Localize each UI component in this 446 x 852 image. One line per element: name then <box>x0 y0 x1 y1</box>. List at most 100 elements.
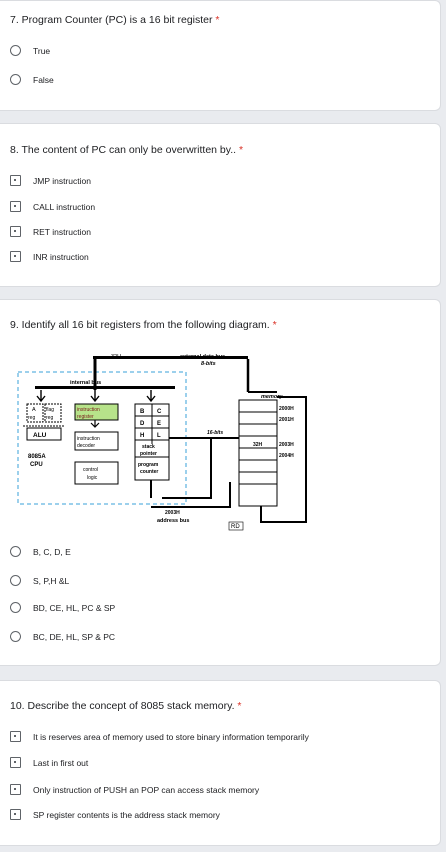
option-label: Only instruction of PUSH an POP can acce… <box>33 784 260 795</box>
alu-box <box>26 427 62 441</box>
memory-block <box>238 399 278 507</box>
option-label: False <box>33 74 54 85</box>
option-label: B, C, D, E <box>33 546 71 557</box>
checkbox-option-lifo[interactable]: Last in first out <box>10 757 88 768</box>
question-card-10: 10. Describe the concept of 8085 stack m… <box>0 680 441 846</box>
question-text: 8. The content of PC can only be overwri… <box>10 144 237 156</box>
radio-button[interactable] <box>10 45 21 56</box>
label-dec2: decoder <box>77 443 95 449</box>
radio-option-bdcehl[interactable]: BD, CE, HL, PC & SP <box>10 602 115 613</box>
option-label: CALL instruction <box>33 201 96 212</box>
label-b: B <box>140 409 145 415</box>
radio-button[interactable] <box>10 74 21 85</box>
control-logic <box>74 461 119 485</box>
question-text: 10. Describe the concept of 8085 stack m… <box>10 700 235 712</box>
data-loop-line <box>260 396 307 523</box>
option-label: SP register contents is the address stac… <box>33 809 220 820</box>
label-rd: RD <box>231 524 240 530</box>
radio-button[interactable] <box>10 602 21 613</box>
required-mark: * <box>272 319 277 331</box>
radio-option-true[interactable]: True <box>10 45 50 56</box>
checkbox[interactable] <box>10 175 21 186</box>
option-label: BC, DE, HL, SP & PC <box>33 631 116 642</box>
checkbox-option-jmp[interactable]: JMP instruction <box>10 175 91 186</box>
label-register: register <box>77 414 94 420</box>
instruction-decoder <box>74 431 119 451</box>
option-label: RET instruction <box>33 226 91 237</box>
label-8-bits: 8-bits <box>201 361 216 367</box>
question-card-9: 9. Identify all 16 bit registers from th… <box>0 299 441 666</box>
checkbox[interactable] <box>10 757 21 768</box>
label-flag: flag <box>46 407 54 413</box>
radio-option-bcdehl[interactable]: BC, DE, HL, SP & PC <box>10 631 115 642</box>
label-c: C <box>157 409 162 415</box>
label-32h-mem: 32H <box>253 442 263 448</box>
a-register <box>26 403 44 423</box>
label-h: H <box>140 433 144 439</box>
label-2001h: 2001H <box>279 417 294 423</box>
radio-option-bcde[interactable]: B, C, D, E <box>10 546 71 557</box>
checkbox-option-inr[interactable]: INR instruction <box>10 251 89 262</box>
label-counter: counter <box>140 469 158 475</box>
option-label: JMP instruction <box>33 175 91 186</box>
label-8085a: 8085A <box>28 454 46 460</box>
checkbox-option-sp-address[interactable]: SP register contents is the address stac… <box>10 809 220 820</box>
address-bus-line <box>151 482 231 508</box>
required-mark: * <box>215 14 220 26</box>
required-mark: * <box>237 700 242 712</box>
label-32h-top: 32H <box>111 354 121 360</box>
label-cpu: CPU <box>30 462 43 468</box>
arrow-down-regs <box>146 390 156 403</box>
question-title: 10. Describe the concept of 8085 stack m… <box>10 700 242 712</box>
question-title: 8. The content of PC can only be overwri… <box>10 144 243 156</box>
option-label: BD, CE, HL, PC & SP <box>33 602 116 613</box>
checkbox[interactable] <box>10 226 21 237</box>
option-label: S, P,H &L <box>33 575 70 586</box>
label-dec1: instruction <box>77 436 100 442</box>
checkbox[interactable] <box>10 251 21 262</box>
instruction-register <box>74 403 119 421</box>
required-mark: * <box>239 144 244 156</box>
checkbox[interactable] <box>10 731 21 742</box>
label-addr-value: 2003H <box>165 510 180 516</box>
option-label: INR instruction <box>33 251 89 262</box>
flag-register <box>44 403 62 423</box>
rd-box <box>228 521 244 531</box>
checkbox[interactable] <box>10 809 21 820</box>
label-internal-bus: internal bus <box>70 380 101 386</box>
arrow-ir-decoder <box>90 420 100 428</box>
cpu-memory-diagram: 32H external data bus 8-bits internal bu… <box>17 354 307 531</box>
radio-option-sphl[interactable]: S, P,H &L <box>10 575 69 586</box>
arrow-down-ir <box>90 390 100 403</box>
label-d: D <box>140 421 145 427</box>
arrow-down-a <box>36 390 46 403</box>
label-reg: reg <box>28 415 35 421</box>
checkbox[interactable] <box>10 201 21 212</box>
question-card-7: 7. Program Counter (PC) is a 16 bit regi… <box>0 0 441 111</box>
internal-bus-bar <box>35 386 175 389</box>
radio-button[interactable] <box>10 575 21 586</box>
label-program: program <box>138 462 159 468</box>
radio-button[interactable] <box>10 546 21 557</box>
label-alu: ALU <box>33 432 47 439</box>
radio-option-false[interactable]: False <box>10 74 54 85</box>
label-flag-reg: reg <box>46 415 53 421</box>
question-text: 7. Program Counter (PC) is a 16 bit regi… <box>10 14 213 26</box>
option-label: Last in first out <box>33 757 89 768</box>
radio-button[interactable] <box>10 631 21 642</box>
label-2003h: 2003H <box>279 442 294 448</box>
checkbox-option-ret[interactable]: RET instruction <box>10 226 91 237</box>
question-title: 9. Identify all 16 bit registers from th… <box>10 319 277 331</box>
option-label: True <box>33 45 51 56</box>
label-l: L <box>157 433 161 439</box>
label-pointer: pointer <box>140 451 157 457</box>
label-memory: memory <box>261 394 283 400</box>
checkbox-option-push-pop[interactable]: Only instruction of PUSH an POP can acce… <box>10 784 259 795</box>
checkbox[interactable] <box>10 784 21 795</box>
question-title: 7. Program Counter (PC) is a 16 bit regi… <box>10 14 220 26</box>
checkbox-option-reserved-area[interactable]: It is reserves area of memory used to st… <box>10 731 309 742</box>
bus-address <box>162 438 212 499</box>
label-instruction: instruction <box>77 407 100 413</box>
checkbox-option-call[interactable]: CALL instruction <box>10 201 95 212</box>
label-address-bus: address bus <box>157 518 189 524</box>
